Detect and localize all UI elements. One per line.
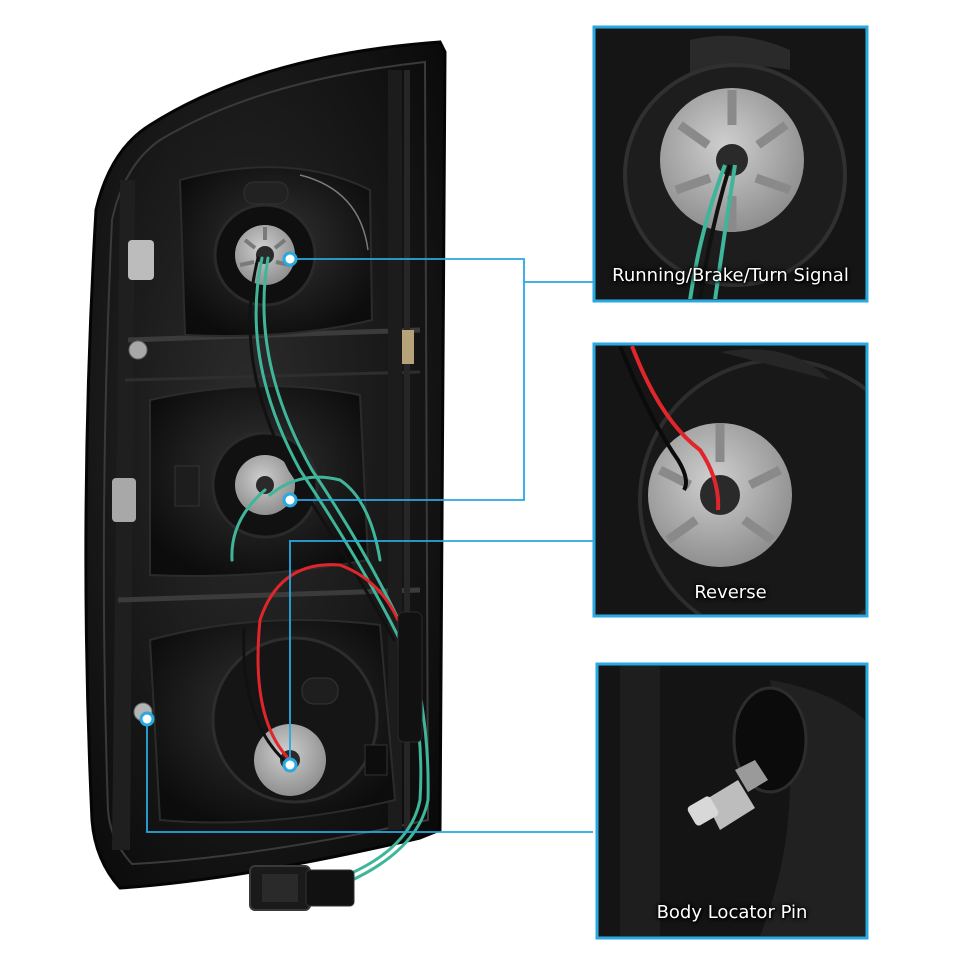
inset-panel-1: Running/Brake/Turn Signal xyxy=(596,29,865,299)
inset-label-reverse: Reverse xyxy=(694,582,767,603)
middle-lamp-pocket xyxy=(112,385,370,577)
inset-reverse xyxy=(592,342,869,618)
callout-dots xyxy=(139,251,298,773)
inset-panel-2: Reverse xyxy=(596,346,865,614)
inset-body-locator-pin xyxy=(595,662,869,940)
lower-lamp-pocket xyxy=(148,619,397,824)
inset-label-running-brake-turn: Running/Brake/Turn Signal xyxy=(612,265,849,286)
mounting-studs xyxy=(128,240,414,724)
inset-panel-3: Body Locator Pin xyxy=(599,666,865,936)
wiring-harness xyxy=(230,256,430,884)
wire-connector xyxy=(249,865,355,911)
inset-running-brake-turn xyxy=(592,25,869,303)
callout-lines xyxy=(146,258,593,833)
upper-lamp-pocket xyxy=(178,166,374,337)
inset-label-body-locator-pin: Body Locator Pin xyxy=(656,902,808,923)
